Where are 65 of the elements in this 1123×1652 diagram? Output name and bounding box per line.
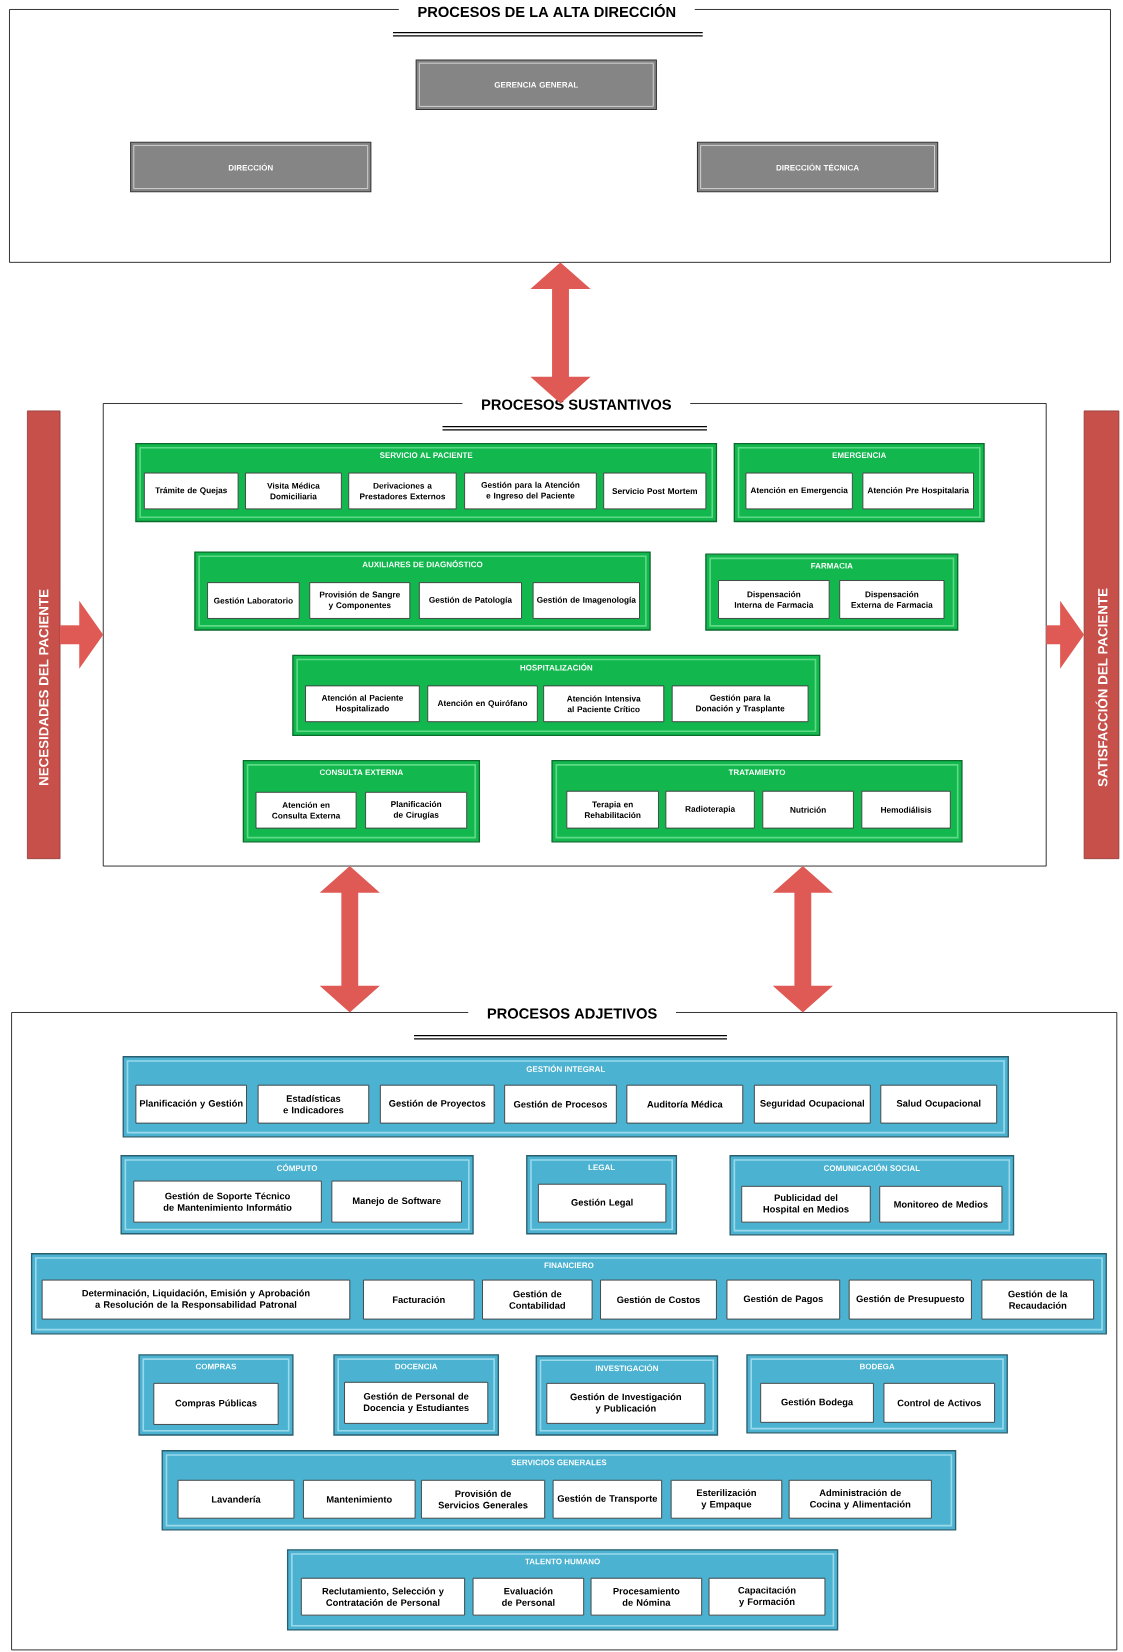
process-box: Administración de Cocina y Alimentación bbox=[788, 1479, 932, 1519]
process-box: Gestión de Investigación y Publicación bbox=[546, 1382, 706, 1424]
process-box: Gestión para la Atención e Ingreso del Paciente bbox=[464, 472, 597, 510]
process-box: Auditoría Médica bbox=[626, 1084, 744, 1124]
process-box: Atención al Paciente Hospitalizado bbox=[305, 685, 420, 723]
process-box: Atención Pre Hospitalaria bbox=[862, 472, 974, 510]
process-box: Atención en Consulta Externa bbox=[255, 791, 357, 829]
process-box: Gestión para la Donación y Trasplante bbox=[671, 685, 809, 723]
process-box: Manejo de Software bbox=[331, 1180, 462, 1223]
process-box: Gestión de la Recaudación bbox=[981, 1279, 1095, 1320]
process-box: Gestión de Pagos bbox=[726, 1279, 841, 1320]
process-box: Seguridad Ocupacional bbox=[753, 1084, 871, 1124]
process-box: Control de Activos bbox=[883, 1382, 995, 1423]
section-title: PROCESOS ADJETIVOS bbox=[468, 1007, 676, 1021]
process-box: Esterilización y Empaque bbox=[670, 1479, 783, 1519]
section-title: PROCESOS SUSTANTIVOS bbox=[462, 398, 691, 412]
process-box: DIRECCIÓN bbox=[130, 141, 372, 193]
process-box: Dispensación Externa de Farmacia bbox=[839, 580, 945, 619]
process-box: Derivaciones a Prestadores Externos bbox=[348, 472, 457, 510]
process-box: Gestión de Soporte Técnico de Mantenimiento Informátio bbox=[133, 1180, 322, 1223]
process-box: Determinación, Liquidación, Emisión y Aprobación a Resolución de la Responsabilidad Patronal bbox=[41, 1279, 351, 1320]
side-banner: NECESIDADES DEL PACIENTE bbox=[26, 410, 61, 860]
process-box: Compras Públicas bbox=[153, 1382, 279, 1425]
process-box: Trámite de Quejas bbox=[143, 472, 239, 510]
process-box: GERENCIA GENERAL bbox=[415, 59, 657, 111]
process-box: Visita Médica Domiciliaria bbox=[244, 472, 342, 510]
process-box: Monitoreo de Medios bbox=[879, 1185, 1003, 1223]
process-box: Publicidad del Hospital en Medios bbox=[741, 1185, 871, 1223]
process-box: Planificación y Gestión bbox=[135, 1084, 247, 1124]
process-box: Dispensación Interna de Farmacia bbox=[718, 580, 830, 619]
process-box: Mantenimiento bbox=[302, 1479, 416, 1519]
process-box: Terapia en Rehabilitación bbox=[566, 790, 659, 829]
process-box: Gestión Laboratorio bbox=[207, 582, 300, 619]
process-box: Evaluación de Personal bbox=[472, 1577, 585, 1616]
process-box: Provisión de Servicios Generales bbox=[420, 1479, 546, 1519]
process-box: Gestión de Contabilidad bbox=[482, 1279, 593, 1320]
process-box: Atención en Quirófano bbox=[427, 685, 538, 723]
process-box: Hemodiálisis bbox=[861, 790, 951, 829]
process-box: Reclutamiento, Selección y Contratación de Personal bbox=[300, 1577, 466, 1616]
process-box: Capacitación y Formación bbox=[708, 1577, 826, 1616]
process-box: Servicio Post Mortem bbox=[603, 472, 707, 510]
process-box: Atención en Emergencia bbox=[745, 472, 853, 510]
process-box: Planificación de Cirugías bbox=[365, 791, 468, 829]
process-box: Lavandería bbox=[177, 1479, 295, 1519]
process-box: Gestión de Personal de Docencia y Estudiantes bbox=[344, 1381, 489, 1424]
process-box: Atención Intensiva al Paciente Crítico bbox=[543, 685, 665, 723]
process-box: Gestión de Transporte bbox=[552, 1479, 663, 1519]
process-box: Gestión de Procesos bbox=[504, 1084, 617, 1124]
process-box: Gestión Bodega bbox=[760, 1382, 874, 1423]
process-box: Nutrición bbox=[762, 790, 854, 829]
process-box: Salud Ocupacional bbox=[880, 1084, 998, 1124]
process-box: Gestión de Proyectos bbox=[379, 1084, 495, 1124]
process-box: Provisión de Sangre y Componentes bbox=[309, 582, 411, 619]
process-box: Gestión de Presupuesto bbox=[848, 1279, 972, 1320]
process-box: DIRECCIÓN TÉCNICA bbox=[696, 141, 939, 193]
process-box: Gestión de Costos bbox=[600, 1279, 717, 1320]
process-box: Gestión de Imagenología bbox=[532, 582, 640, 619]
process-box: Gestión Legal bbox=[537, 1183, 667, 1223]
process-box: Procesamiento de Nómina bbox=[590, 1577, 703, 1616]
process-box: Estadísticas e Indicadores bbox=[257, 1084, 370, 1124]
process-box: Radioterapia bbox=[665, 790, 755, 829]
section-title: PROCESOS DE LA ALTA DIRECCIÓN bbox=[398, 2, 695, 19]
side-banner: SATISFACCIÓN DEL PACIENTE bbox=[1083, 410, 1120, 860]
process-box: Facturación bbox=[362, 1279, 475, 1320]
process-box: Gestión de Patología bbox=[418, 582, 522, 619]
